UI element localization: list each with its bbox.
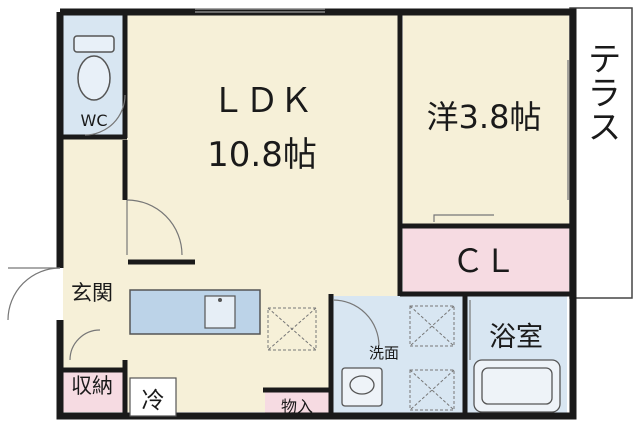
entrance-label: 玄関 [71, 281, 113, 305]
hallway-floor [63, 138, 127, 368]
closet-floor [403, 228, 569, 292]
washbasin-icon [341, 367, 383, 407]
wc-label: WC [81, 111, 108, 130]
western-room-label: 洋3.8帖 [427, 98, 542, 136]
doors [7, 94, 494, 361]
kitchen-counter [129, 289, 261, 335]
storage-label: 収納 [71, 374, 113, 398]
washroom-label: 洗面 [369, 344, 399, 362]
bathtub-icon [473, 359, 561, 413]
terrace-label: テラス [581, 41, 621, 143]
ceiling-markers [267, 305, 455, 411]
ldk-label: ＬＤＫ [211, 81, 313, 121]
interior-walls [60, 12, 573, 416]
bath-label: 浴室 [489, 322, 543, 353]
storage-floor [63, 370, 123, 412]
closet-label: ＣＬ [452, 242, 516, 280]
refrigerator-label: 冷 [142, 388, 165, 414]
western-room-floor [403, 14, 569, 224]
toilet-icon [73, 35, 115, 101]
terrace-area [569, 7, 633, 299]
windows [195, 8, 569, 200]
ldk-size: 10.8帖 [207, 135, 317, 175]
refrigerator-space [129, 377, 177, 417]
storeroom-label: 物入 [281, 397, 313, 416]
